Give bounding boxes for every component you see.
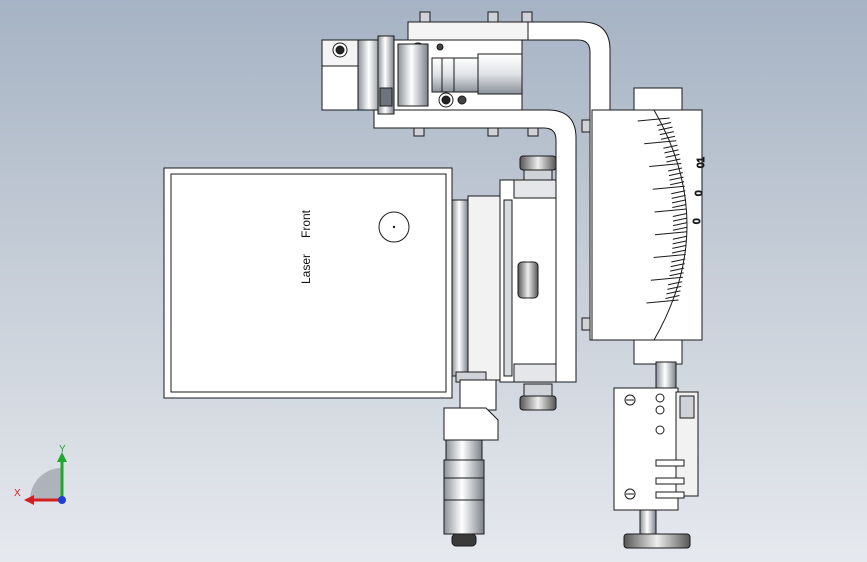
dial-tick [671, 199, 687, 204]
dial-tick [653, 254, 686, 258]
dial-tick [671, 258, 686, 263]
scale-number-1: 01 [696, 156, 707, 168]
dial-tick [644, 140, 677, 145]
laser-front-panel: Laser Front [163, 167, 453, 399]
scale-number-3: 0 [692, 218, 703, 224]
micrometer-bottom [443, 379, 499, 547]
laser-label: Laser [299, 254, 313, 284]
dial-tick [672, 244, 687, 249]
z-axis-dot [58, 496, 66, 504]
dial-tick [666, 158, 681, 163]
dial-tick [668, 172, 683, 177]
dial-tick [650, 276, 683, 281]
dial-tick [672, 240, 687, 245]
dial-tick [668, 281, 683, 286]
dial-tick [672, 222, 688, 227]
dial-tick [669, 272, 684, 277]
scale-number-2: 0 [694, 190, 705, 196]
dial-tick [665, 153, 680, 158]
dial-tick [646, 299, 679, 304]
dial-tick [672, 226, 688, 231]
dial-tick [658, 126, 673, 131]
dial-tick [637, 117, 670, 122]
dial-tick [670, 181, 685, 186]
rotation-dial: 01 0 0 [591, 87, 708, 365]
dial-tick [672, 203, 687, 208]
dial-tick [669, 176, 684, 181]
dial-tick [672, 213, 687, 218]
dial-tick [666, 290, 681, 295]
dial-tick [667, 285, 682, 290]
dial-tick [652, 185, 685, 190]
dial-tick [672, 217, 688, 222]
dial-tick [670, 267, 685, 272]
dial-tick [659, 131, 674, 136]
dial-tick [657, 122, 672, 127]
dial-tick [671, 194, 686, 199]
front-label: Front [299, 209, 313, 238]
x-axis-label: X [14, 488, 21, 499]
dial-tick [672, 235, 687, 240]
dial-tick [663, 144, 678, 149]
dial-tick [670, 263, 685, 268]
dial-tick [649, 163, 682, 167]
dial-tick [671, 249, 687, 254]
y-axis-label: Y [59, 444, 66, 455]
fine-adjust-assembly [613, 361, 699, 549]
coordinate-triad: Y X [14, 444, 67, 505]
dial-tick [671, 190, 686, 195]
dial-tick [664, 149, 679, 154]
optical-mount [321, 35, 523, 115]
center-stage [451, 155, 557, 411]
dial-tick [654, 208, 687, 213]
dial-ticks [637, 117, 688, 304]
dial-tick [667, 167, 683, 172]
dial-tick [665, 294, 680, 299]
dial-tick [654, 231, 687, 236]
dial-tick [660, 135, 676, 140]
